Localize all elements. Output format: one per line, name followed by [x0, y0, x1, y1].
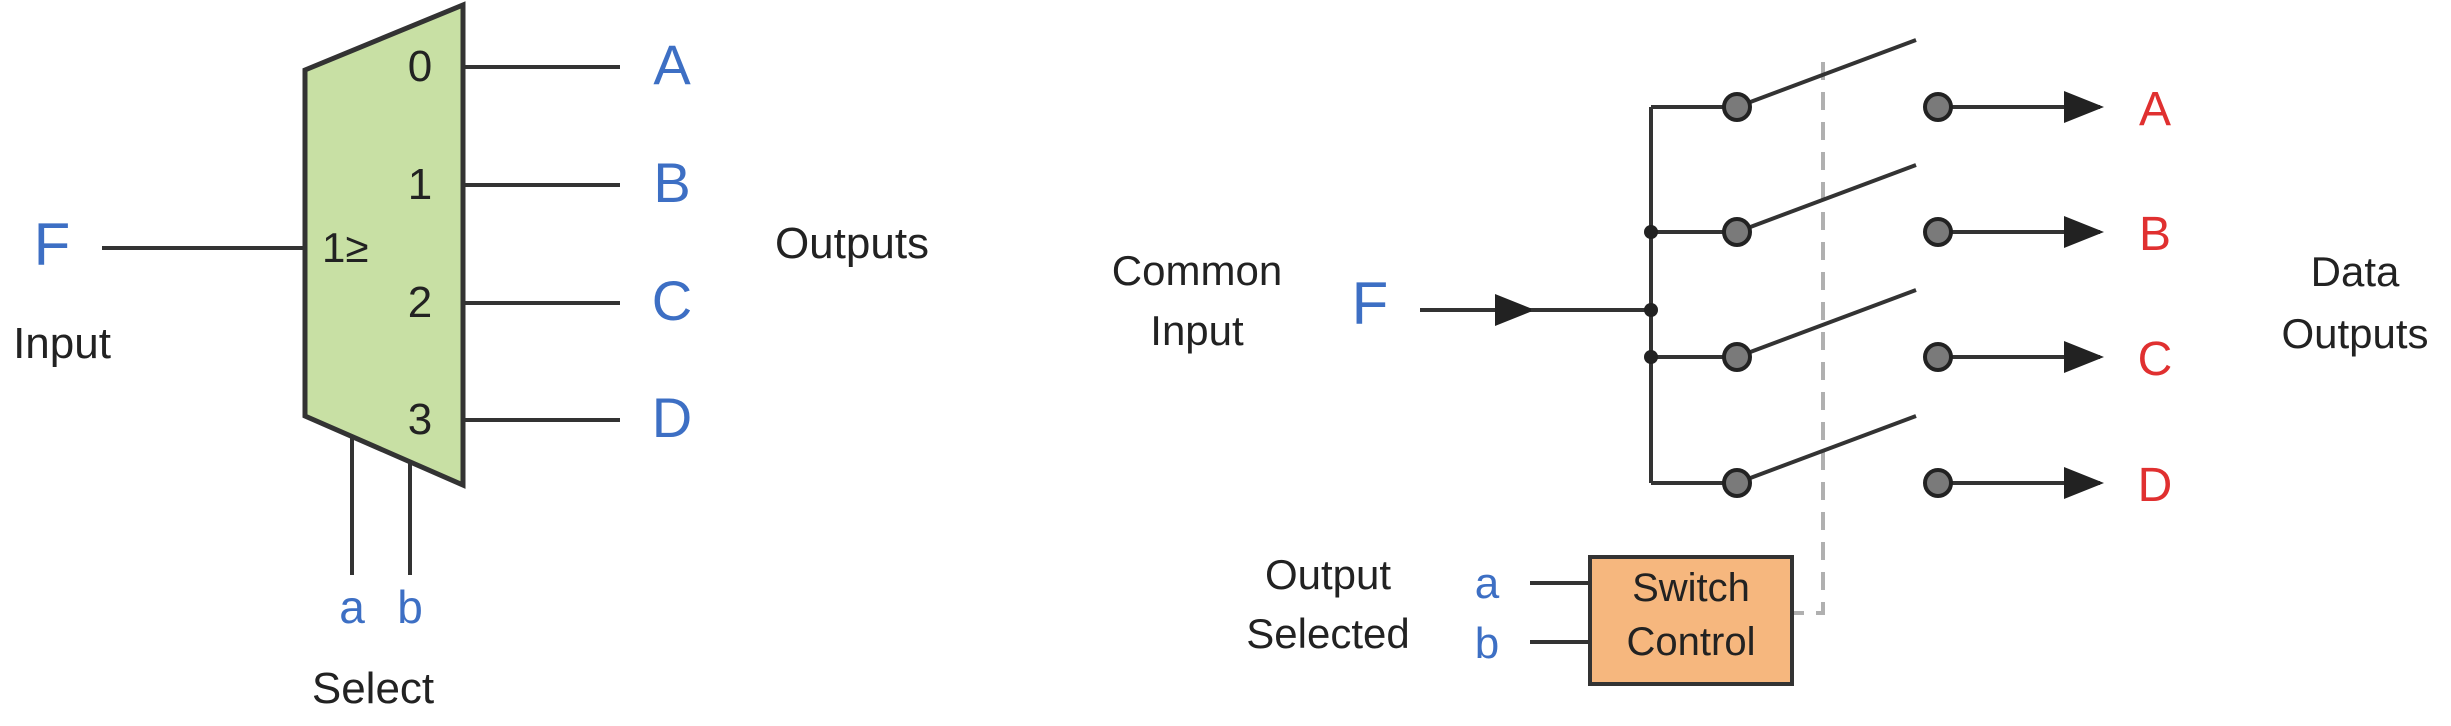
- common-input-label-line2: Input: [1150, 307, 1244, 354]
- select-label: Select: [312, 664, 434, 713]
- switch-equivalent: A B C D Data Outputs Common Input F a b …: [1112, 38, 2429, 686]
- pivot-contact-c: [1722, 342, 1752, 372]
- output-selected-label-line1: Output: [1265, 551, 1391, 598]
- junction-dot: [1644, 303, 1658, 317]
- input-letter-f: F: [34, 211, 71, 278]
- output-number-1: 1: [408, 160, 432, 209]
- output-contact-d: [1923, 468, 1953, 498]
- junction-dot: [1644, 225, 1658, 239]
- output-letter-c: C: [652, 269, 692, 332]
- output-selected-label-line2: Selected: [1246, 610, 1409, 657]
- output-letter-b: B: [653, 151, 690, 214]
- output-letter-a: A: [653, 33, 691, 96]
- data-output-letter-b: B: [2139, 208, 2171, 261]
- output-number-3: 3: [408, 395, 432, 444]
- input-label: Input: [13, 319, 111, 368]
- switch-blade-a: [1736, 38, 1917, 109]
- output-contact-a: [1923, 92, 1953, 122]
- junction-dot: [1644, 350, 1658, 364]
- pivot-contact-d: [1722, 468, 1752, 498]
- data-output-letter-a: A: [2139, 83, 2171, 136]
- pivot-contact-a: [1722, 92, 1752, 122]
- output-number-2: 2: [408, 278, 432, 327]
- switch-mechanical-link: [1793, 62, 1825, 615]
- data-outputs-label-line1: Data: [2311, 248, 2400, 295]
- pivot-contact-b: [1722, 217, 1752, 247]
- demux-symbol-label: 1≥: [322, 224, 368, 271]
- switch-blade-d: [1736, 414, 1917, 485]
- output-letter-d: D: [652, 386, 692, 449]
- demux-body: [302, 1, 466, 489]
- select-letter-b: b: [1475, 619, 1499, 668]
- demux-symbol: 1≥ 0 1 2 3 A B C D Outputs F Input a b S…: [13, 1, 929, 713]
- output-contact-c: [1923, 342, 1953, 372]
- data-output-letter-d: D: [2138, 459, 2173, 512]
- output-contact-b: [1923, 217, 1953, 247]
- common-input-letter-f: F: [1352, 270, 1389, 337]
- switch-control-box: [1588, 555, 1794, 686]
- select-letter-a: a: [1475, 559, 1500, 608]
- common-input-label-line1: Common: [1112, 247, 1282, 294]
- output-number-0: 0: [408, 42, 432, 91]
- select-letter-b: b: [397, 581, 423, 633]
- select-letter-a: a: [339, 581, 365, 633]
- switch-control-label-line1: Switch: [1632, 566, 1750, 610]
- switch-blade-c: [1736, 288, 1917, 359]
- switch-control-label-line2: Control: [1627, 620, 1756, 664]
- data-output-letter-c: C: [2138, 333, 2173, 386]
- switch-blade-b: [1736, 163, 1917, 234]
- outputs-label: Outputs: [775, 219, 929, 268]
- data-outputs-label-line2: Outputs: [2281, 310, 2428, 357]
